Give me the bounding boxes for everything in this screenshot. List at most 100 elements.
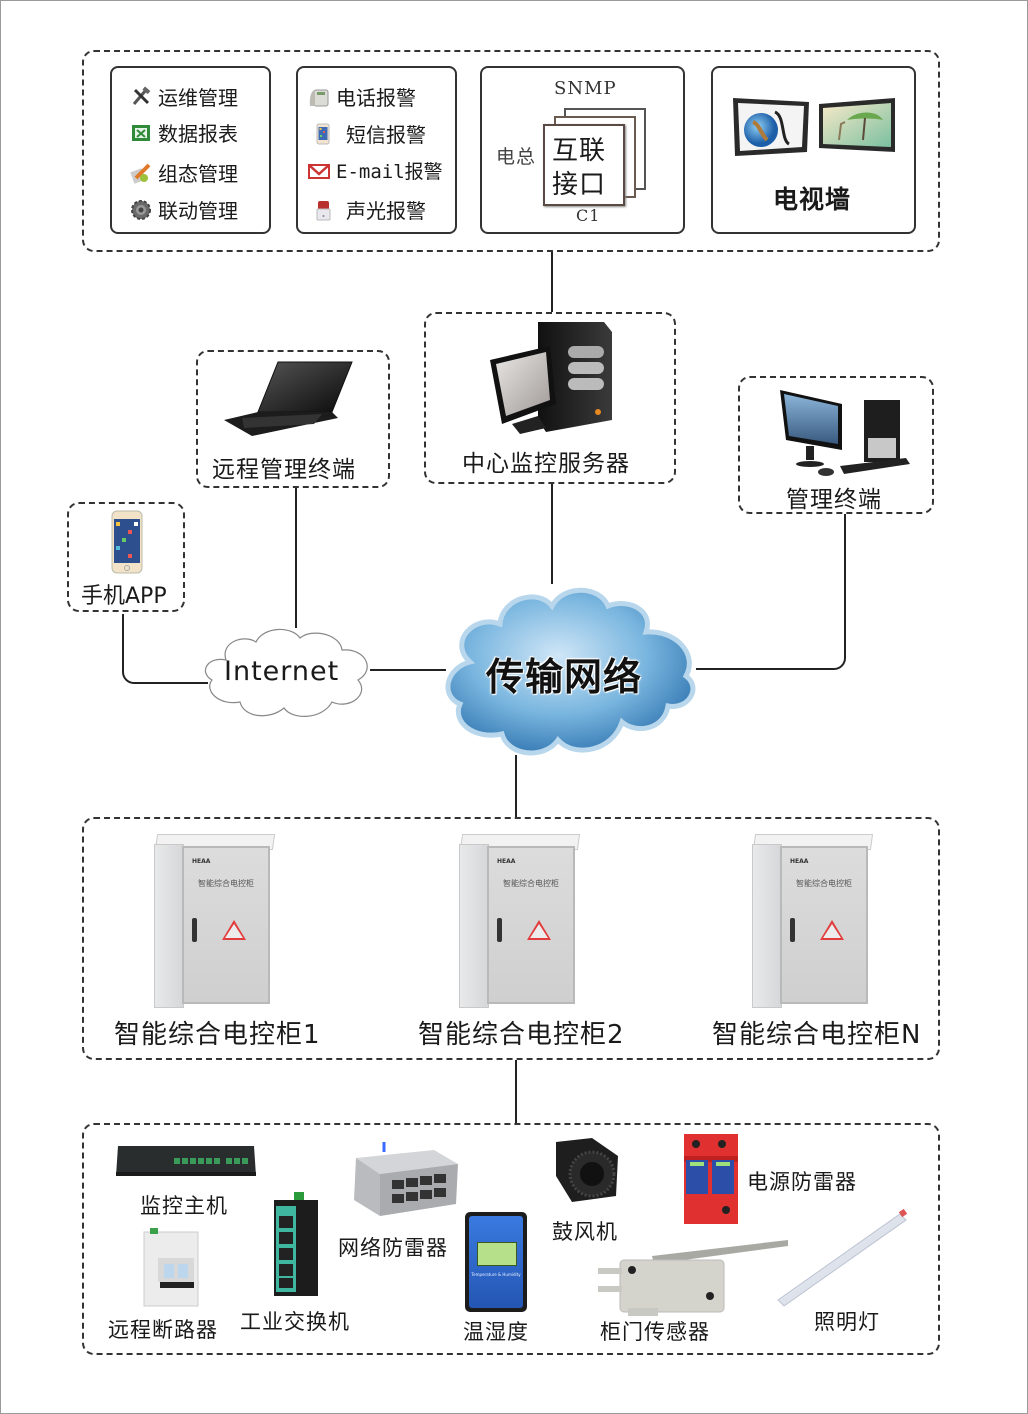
menu-label: 运维管理 xyxy=(158,86,238,110)
cabinet-side xyxy=(752,844,782,1008)
paint-edit-icon xyxy=(130,163,151,184)
connector-mgmt-to-transport xyxy=(696,514,846,670)
siren-icon xyxy=(316,200,331,220)
tv-wall-label: 电视墙 xyxy=(773,185,852,214)
card-text-line2: 接口 xyxy=(552,170,607,200)
top-section-container xyxy=(82,50,940,252)
cabinet-n-image: HEAA 智能综合电控柜 xyxy=(752,834,874,1009)
cabinet-door: HEAA 智能综合电控柜 xyxy=(780,846,868,1004)
menu-item-config[interactable]: 组态管理 xyxy=(130,158,238,187)
devices-container xyxy=(82,1123,940,1355)
cabinet-handle xyxy=(192,918,197,942)
laptop-icon xyxy=(224,361,353,436)
mobile-app-node[interactable]: 手机APP xyxy=(67,502,185,612)
cabinets-container xyxy=(82,817,940,1060)
temp-humidity-sensor-image: Temperature & Humidity xyxy=(465,1212,527,1312)
mgmt-terminal-node[interactable]: 管理终端 xyxy=(738,376,934,514)
cabinet-handle xyxy=(497,918,502,942)
cabinet-1-image: HEAA 智能综合电控柜 xyxy=(154,834,276,1009)
menu-item-linkage[interactable]: 联动管理 xyxy=(130,195,238,224)
interface-box: SNMP 互联 接口 电总 C1 xyxy=(480,66,685,234)
menu-item-email-alarm[interactable]: E-mail报警 xyxy=(308,157,443,184)
remote-breaker-label: 远程断路器 xyxy=(108,1318,218,1342)
menu-item-sound-light-alarm[interactable]: 声光报警 xyxy=(312,195,426,224)
sensor-face: Temperature & Humidity xyxy=(469,1216,523,1308)
email-icon xyxy=(308,163,330,179)
transport-network-label: 传输网络 xyxy=(486,655,643,699)
connector-transport-to-cabinets xyxy=(515,755,517,817)
lighting-label: 照明灯 xyxy=(814,1310,880,1334)
monitor-host-label: 监控主机 xyxy=(140,1194,228,1218)
alarm-menu-box: 电话报警 短信报警 E-mail报警 声光报警 xyxy=(296,66,457,234)
door-sensor-image xyxy=(598,1240,788,1316)
smartphone-icon xyxy=(111,510,143,574)
connector-cabinets-to-devices xyxy=(515,1060,517,1123)
connector-internet-to-transport xyxy=(370,669,446,671)
tools-icon xyxy=(132,86,151,105)
lighting-tube-image xyxy=(777,1208,908,1307)
gear-icon xyxy=(131,199,151,220)
internet-cloud[interactable] xyxy=(200,624,374,720)
mobile-app-label: 手机APP xyxy=(81,584,167,609)
network-surge-label: 网络防雷器 xyxy=(338,1236,448,1260)
menu-label: E-mail报警 xyxy=(336,161,443,183)
cabinet-door-text: 智能综合电控柜 xyxy=(503,879,559,888)
tv-screen-globe xyxy=(733,98,809,156)
cabinet-brand: HEAA xyxy=(192,858,211,865)
central-server-node[interactable]: 中心监控服务器 xyxy=(424,312,676,484)
menu-item-ops[interactable]: 运维管理 xyxy=(130,82,238,111)
menu-item-phone-alarm[interactable]: 电话报警 xyxy=(308,82,416,111)
blower-label: 鼓风机 xyxy=(552,1220,618,1244)
mgmt-terminal-label: 管理终端 xyxy=(786,487,882,513)
cabinet-side xyxy=(154,844,184,1008)
cabinet-1-label: 智能综合电控柜1 xyxy=(114,1020,321,1050)
internet-label: Internet xyxy=(224,656,340,687)
menu-label: 短信报警 xyxy=(346,123,426,147)
remote-terminal-node[interactable]: 远程管理终端 xyxy=(196,350,390,488)
connector-remote-to-internet xyxy=(295,488,297,628)
ops-menu-box: 运维管理 数据报表 组态管理 联动管理 xyxy=(110,66,271,234)
remote-terminal-label: 远程管理终端 xyxy=(212,457,356,483)
server-label: 中心监控服务器 xyxy=(462,451,630,477)
sensor-screen-text: Temperature & Humidity xyxy=(471,1272,521,1277)
transport-network-cloud[interactable] xyxy=(440,584,702,760)
network-surge-protector-image xyxy=(354,1142,458,1216)
dianzong-label: 电总 xyxy=(496,146,537,168)
server-computer-icon xyxy=(490,322,612,434)
interconnect-card: 互联 接口 xyxy=(543,124,625,206)
menu-item-reports[interactable]: 数据报表 xyxy=(130,118,238,147)
industrial-switch-image xyxy=(274,1192,318,1296)
cabinet-door-text: 智能综合电控柜 xyxy=(198,879,254,888)
blower-fan-image xyxy=(556,1138,618,1202)
cabinet-2-image: HEAA 智能综合电控柜 xyxy=(459,834,581,1009)
power-surge-protector-image xyxy=(684,1134,738,1224)
high-voltage-warning-icon xyxy=(222,920,246,940)
cabinet-2-label: 智能综合电控柜2 xyxy=(418,1020,625,1050)
temp-humidity-label: 温湿度 xyxy=(463,1320,529,1344)
cabinet-door: HEAA 智能综合电控柜 xyxy=(487,846,575,1004)
tv-screen-landscape xyxy=(819,98,895,152)
connector-top-to-server xyxy=(551,252,553,312)
menu-label: 声光报警 xyxy=(346,199,426,223)
menu-label: 数据报表 xyxy=(158,122,238,146)
door-sensor-label: 柜门传感器 xyxy=(600,1320,710,1344)
cabinet-handle xyxy=(790,918,795,942)
card-text-line1: 互联 xyxy=(552,136,607,166)
connector-app-to-internet xyxy=(122,614,208,684)
smartphone-icon xyxy=(316,123,330,144)
menu-item-sms-alarm[interactable]: 短信报警 xyxy=(312,119,426,148)
cabinet-n-label: 智能综合电控柜N xyxy=(712,1020,922,1050)
cabinet-side xyxy=(459,844,489,1008)
spreadsheet-icon xyxy=(132,124,150,141)
high-voltage-warning-icon xyxy=(820,920,844,940)
menu-label: 电话报警 xyxy=(336,86,416,110)
monitor-host-image xyxy=(116,1146,256,1176)
connector-server-to-cloud xyxy=(551,484,553,584)
menu-label: 联动管理 xyxy=(158,199,238,223)
sensor-lcd xyxy=(477,1242,517,1266)
high-voltage-warning-icon xyxy=(527,920,551,940)
tv-wall-box: 电视墙 xyxy=(711,66,916,234)
cabinet-door-text: 智能综合电控柜 xyxy=(796,879,852,888)
cabinet-brand: HEAA xyxy=(790,858,809,865)
desktop-pc-icon xyxy=(780,390,910,476)
